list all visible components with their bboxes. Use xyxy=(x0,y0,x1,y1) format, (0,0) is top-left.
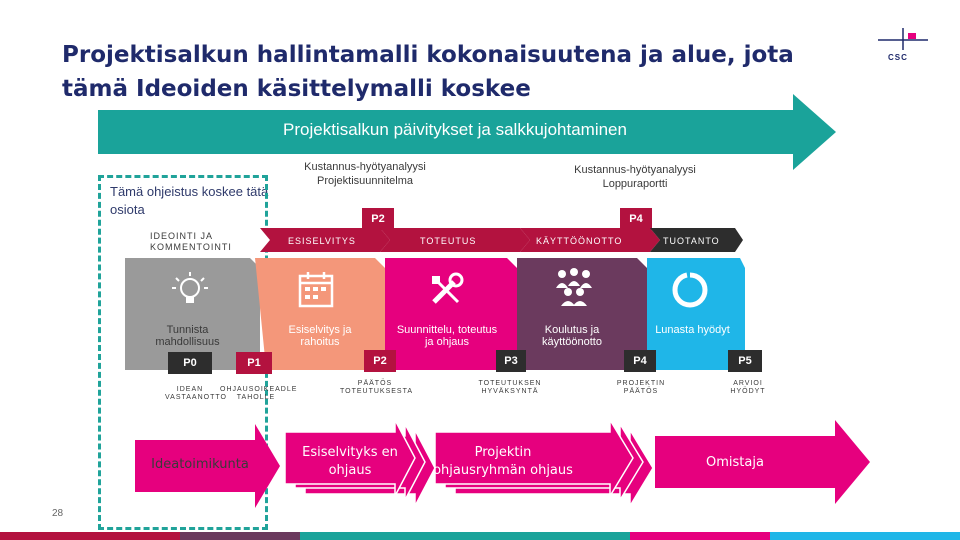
block-suunnittelu: Suunnittelu, toteutus ja ohjaus xyxy=(396,324,498,348)
gate-label-p1: OHJAUSOIKEADLE TAHOLLE xyxy=(220,386,298,401)
process-blocks xyxy=(125,258,745,370)
top-arrow-label: Projektisalkun päivitykset ja salkkujoht… xyxy=(283,120,627,139)
label-cost-benefit-plan: Kustannus-hyötyanalyysi Projektisuunnite… xyxy=(304,161,426,187)
tools-icon xyxy=(432,272,464,304)
phase-bar xyxy=(130,228,743,252)
block-esiselvitys: Esiselvitys ja rahoitus xyxy=(288,324,352,348)
gate-p4: P4 xyxy=(624,350,656,372)
gate-p2: P2 xyxy=(364,350,396,372)
arrow-projektin-ohjausryhma: Projektin ohjausryhmän ohjaus xyxy=(433,445,573,478)
phase-toteutus: TOTEUTUS xyxy=(420,236,477,246)
csc-logo xyxy=(878,28,928,50)
gate-label-p0: IDEAN VASTAANOTTO xyxy=(165,386,227,401)
arrow-omistaja: Omistaja xyxy=(706,455,764,470)
arrow-esiselvitys-ohjaus: Esiselvityks en ohjaus xyxy=(302,445,398,478)
gate-p1: P1 xyxy=(236,352,272,374)
scope-note: Tämä ohjeistus koskee tätä osiota xyxy=(110,184,269,217)
gate-p2-top: P2 xyxy=(362,208,394,230)
calendar-icon xyxy=(298,272,334,308)
cycle-icon xyxy=(672,272,708,308)
bottom-arrows xyxy=(135,420,870,509)
gate-label-p3: TOTEUTUKSEN HYVÄKSYNTÄ xyxy=(478,380,542,395)
bottom-bar-purple xyxy=(180,532,300,540)
gate-label-p5: ARVIOI HYÖDYT xyxy=(730,380,766,395)
bottom-bar-teal xyxy=(300,532,630,540)
bottom-bar-crimson xyxy=(0,532,180,540)
phase-ideointi: IDEOINTI JA KOMMENTOINTI xyxy=(150,231,232,252)
label-cost-benefit-report: Kustannus-hyötyanalyysi Loppuraportti xyxy=(574,164,696,190)
logo-text: CSC xyxy=(888,53,908,62)
arrow-ideatoimikunta: Ideatoimikunta xyxy=(151,457,249,472)
gate-p3: P3 xyxy=(496,350,526,372)
page-title: Projektisalkun hallintamalli kokonaisuut… xyxy=(62,42,794,102)
block-tunnista: Tunnista mahdollisuus xyxy=(155,324,220,348)
phase-kayttoonotto: KÄYTTÖÖNOTTO xyxy=(536,236,623,246)
page-number: 28 xyxy=(52,508,64,519)
block-lunasta: Lunasta hyödyt xyxy=(655,324,730,336)
phase-esiselvitys: ESISELVITYS xyxy=(288,236,356,246)
gate-p0: P0 xyxy=(168,352,212,374)
bottom-bar-magenta xyxy=(630,532,770,540)
bottom-bar-sky xyxy=(770,532,960,540)
gate-p4-top: P4 xyxy=(620,208,652,230)
people-icon xyxy=(556,268,592,306)
block-koulutus: Koulutus ja käyttöönotto xyxy=(542,324,602,348)
lightbulb-icon xyxy=(172,272,208,303)
gate-label-p4: PROJEKTIN PÄÄTÖS xyxy=(616,380,666,395)
gate-p5: P5 xyxy=(728,350,762,372)
top-arrow xyxy=(98,94,836,170)
gate-label-p2: PÄÄTÖS TOTEUTUKSESTA xyxy=(340,380,414,395)
phase-tuotanto: TUOTANTO xyxy=(663,236,720,246)
